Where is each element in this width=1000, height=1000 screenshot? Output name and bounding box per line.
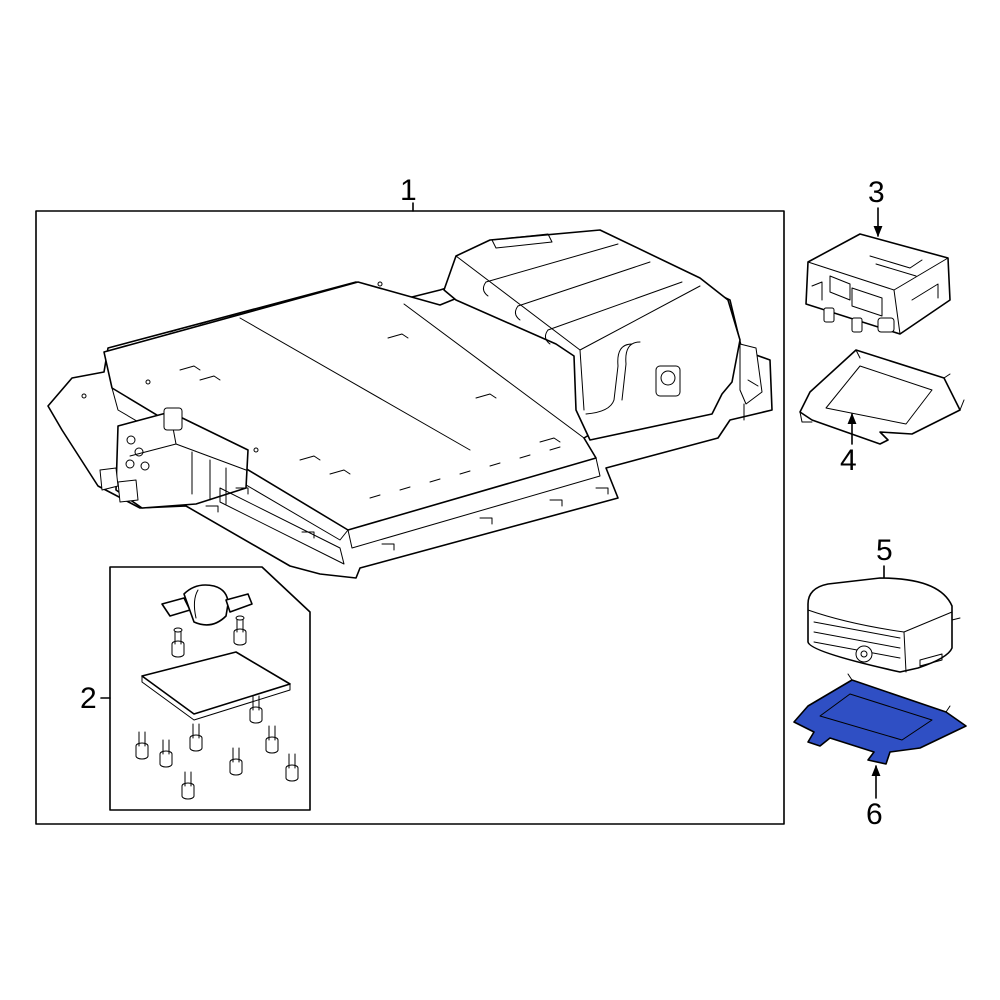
- battery-pack-assembly[interactable]: [47, 229, 773, 579]
- callout-5[interactable]: 5: [876, 534, 893, 567]
- junction-box[interactable]: [807, 577, 961, 673]
- control-module-tray[interactable]: [799, 349, 965, 445]
- control-module[interactable]: [805, 233, 951, 335]
- callout-1[interactable]: 1: [400, 174, 417, 207]
- hardware-kit[interactable]: [135, 584, 299, 800]
- callout-3[interactable]: 3: [868, 176, 885, 209]
- junction-box-tray[interactable]: [793, 673, 967, 765]
- hardware-kit-frame: [109, 566, 311, 811]
- callout-2[interactable]: 2: [80, 682, 97, 715]
- assembly-frame: [35, 210, 785, 825]
- callout-6[interactable]: 6: [866, 798, 883, 831]
- callout-4[interactable]: 4: [840, 444, 857, 477]
